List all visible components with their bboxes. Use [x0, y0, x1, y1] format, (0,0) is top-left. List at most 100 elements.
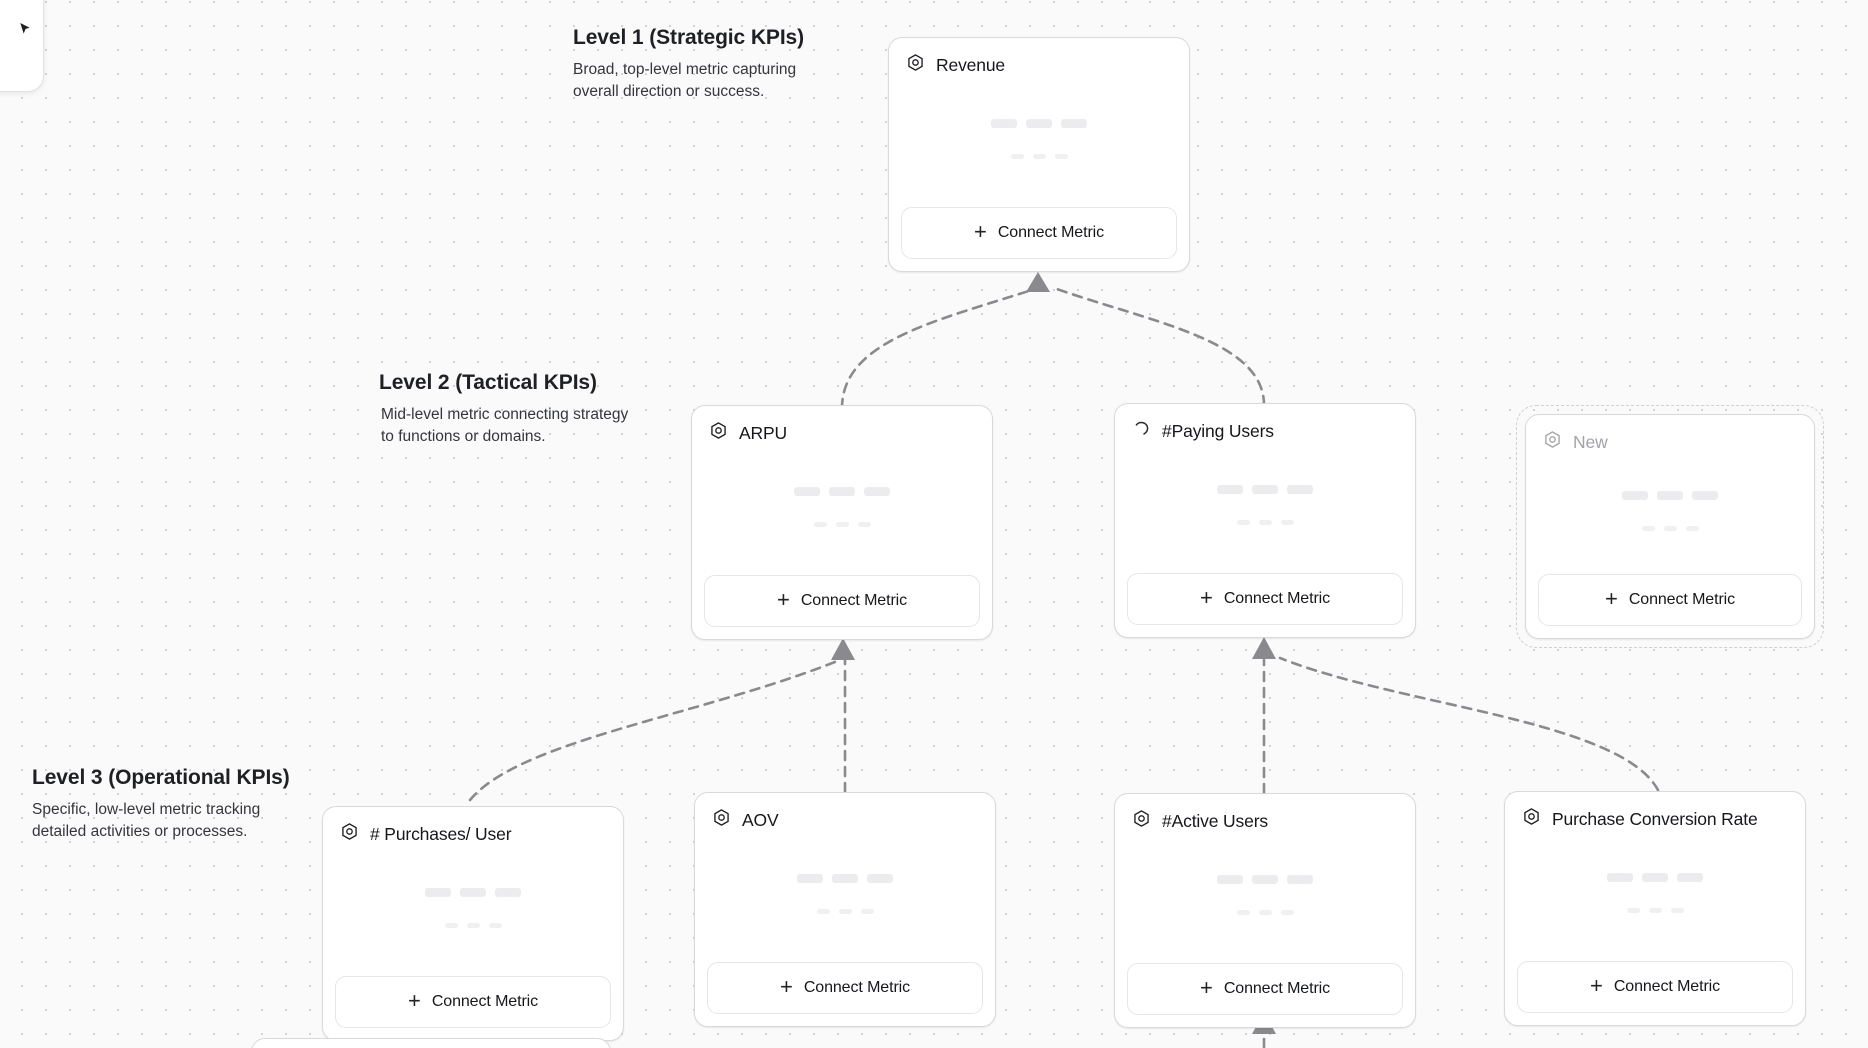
skeleton-bar: [1663, 526, 1677, 531]
skeleton-bar: [1252, 485, 1278, 494]
canvas-toolbar-panel[interactable]: [0, 0, 44, 92]
connect-metric-button[interactable]: + Connect Metric: [1127, 573, 1403, 625]
level-1-description: Broad, top-level metric capturing overal…: [573, 61, 797, 100]
skeleton-bar: [1677, 873, 1703, 882]
card-header: #Active Users: [1115, 794, 1415, 833]
skeleton-bar: [1010, 154, 1024, 159]
level-1-title: Level 1 (Strategic KPIs): [573, 26, 805, 49]
metric-card-aov[interactable]: AOV + Connect Metric: [694, 792, 996, 1027]
metric-card-purchases-per-user[interactable]: # Purchases/ User + Connect Metric: [322, 806, 624, 1041]
skeleton-bar: [495, 888, 521, 897]
skeleton-bar: [832, 874, 858, 883]
skeleton-bar: [1280, 910, 1294, 915]
card-header: Revenue: [889, 38, 1189, 77]
skeleton-row-primary: [794, 487, 890, 496]
connect-metric-button[interactable]: + Connect Metric: [707, 962, 983, 1014]
card-title: #Active Users: [1162, 810, 1268, 831]
card-header: Purchase Conversion Rate: [1505, 792, 1805, 831]
loading-spinner-icon: [1132, 419, 1151, 443]
skeleton-row-primary: [1217, 875, 1313, 884]
metric-card-paying-users[interactable]: #Paying Users + Connect Metric: [1114, 403, 1416, 638]
connect-metric-label: Connect Metric: [800, 592, 908, 609]
skeleton-bar: [1685, 526, 1699, 531]
arrowhead-paying-users: [1252, 637, 1276, 659]
level-2-description: Mid-level metric connecting strategy to …: [381, 406, 629, 445]
level-2-title: Level 2 (Tactical KPIs): [379, 371, 597, 394]
card-skeleton-body: [1115, 443, 1415, 573]
card-header: # Purchases/ User: [323, 807, 623, 846]
skeleton-row-primary: [797, 874, 893, 883]
skeleton-bar: [1648, 908, 1662, 913]
card-title: New: [1573, 431, 1608, 452]
skeleton-row-primary: [1217, 485, 1313, 494]
level-2-annotation: Level 2 (Tactical KPIs) Mid-level metric…: [379, 371, 633, 448]
metric-card-active-users[interactable]: #Active Users + Connect Metric: [1114, 793, 1416, 1028]
skeleton-row-secondary: [816, 909, 874, 914]
skeleton-bar: [1641, 526, 1655, 531]
plus-icon: +: [1589, 973, 1603, 998]
skeleton-bar: [864, 487, 890, 496]
connect-metric-label: Connect Metric: [1628, 591, 1736, 608]
skeleton-row-secondary: [1626, 908, 1684, 913]
skeleton-bar: [1657, 491, 1683, 500]
skeleton-bar: [829, 487, 855, 496]
skeleton-bar: [1252, 875, 1278, 884]
hexagon-metric-icon: [906, 53, 925, 77]
skeleton-bar: [460, 888, 486, 897]
edge-arpu-to-revenue: [840, 286, 1040, 410]
metric-card-offscreen-bottom[interactable]: [251, 1038, 611, 1048]
level-3-description: Specific, low-level metric tracking deta…: [32, 801, 261, 840]
skeleton-bar: [1287, 875, 1313, 884]
card-header: ARPU: [692, 406, 992, 445]
plus-icon: +: [779, 974, 793, 999]
skeleton-row-secondary: [813, 522, 871, 527]
connect-metric-button[interactable]: + Connect Metric: [1127, 963, 1403, 1015]
connect-metric-button[interactable]: + Connect Metric: [901, 207, 1177, 259]
skeleton-row-primary: [1607, 873, 1703, 882]
metric-card-revenue[interactable]: Revenue + Connect Metric: [888, 37, 1190, 272]
card-skeleton-body: [323, 846, 623, 976]
skeleton-bar: [835, 522, 849, 527]
skeleton-bar: [444, 923, 458, 928]
metric-card-new[interactable]: New + Connect Metric: [1516, 405, 1824, 648]
skeleton-bar: [867, 874, 893, 883]
card-skeleton-body: [889, 77, 1189, 207]
connect-metric-label: Connect Metric: [1223, 980, 1331, 997]
card-skeleton-body: [1526, 454, 1814, 574]
connect-metric-button[interactable]: + Connect Metric: [1517, 961, 1793, 1013]
plus-icon: +: [1199, 585, 1213, 610]
skeleton-row-primary: [425, 888, 521, 897]
skeleton-bar: [1622, 491, 1648, 500]
plus-icon: +: [1199, 975, 1213, 1000]
connect-metric-button[interactable]: + Connect Metric: [704, 575, 980, 627]
metric-card-purchase-conversion-rate[interactable]: Purchase Conversion Rate + Connect Metri…: [1504, 791, 1806, 1026]
skeleton-row-secondary: [1236, 520, 1294, 525]
card-title: # Purchases/ User: [370, 823, 512, 844]
connect-metric-label: Connect Metric: [431, 993, 539, 1010]
skeleton-row-secondary: [1236, 910, 1294, 915]
arrowhead-arpu: [831, 638, 855, 660]
card-title: Purchase Conversion Rate: [1552, 808, 1758, 829]
card-title: ARPU: [739, 422, 788, 443]
edge-paying-users-to-revenue: [1052, 286, 1266, 407]
connect-metric-label: Connect Metric: [1223, 590, 1331, 607]
edge-conversion-to-paying-users: [1278, 656, 1660, 792]
skeleton-bar: [838, 909, 852, 914]
plus-icon: +: [407, 988, 421, 1013]
skeleton-row-secondary: [1641, 526, 1699, 531]
skeleton-bar: [1626, 908, 1640, 913]
skeleton-row-primary: [1622, 491, 1718, 500]
metric-card-arpu[interactable]: ARPU + Connect Metric: [691, 405, 993, 640]
hexagon-metric-icon: [1522, 807, 1541, 831]
skeleton-bar: [1642, 873, 1668, 882]
skeleton-bar: [1217, 875, 1243, 884]
skeleton-bar: [857, 522, 871, 527]
connect-metric-label: Connect Metric: [803, 979, 911, 996]
skeleton-bar: [1217, 485, 1243, 494]
connect-metric-button[interactable]: + Connect Metric: [1538, 574, 1802, 626]
connect-metric-button[interactable]: + Connect Metric: [335, 976, 611, 1028]
cursor-arrow-icon[interactable]: [17, 21, 33, 37]
skeleton-bar: [1236, 910, 1250, 915]
skeleton-row-secondary: [444, 923, 502, 928]
